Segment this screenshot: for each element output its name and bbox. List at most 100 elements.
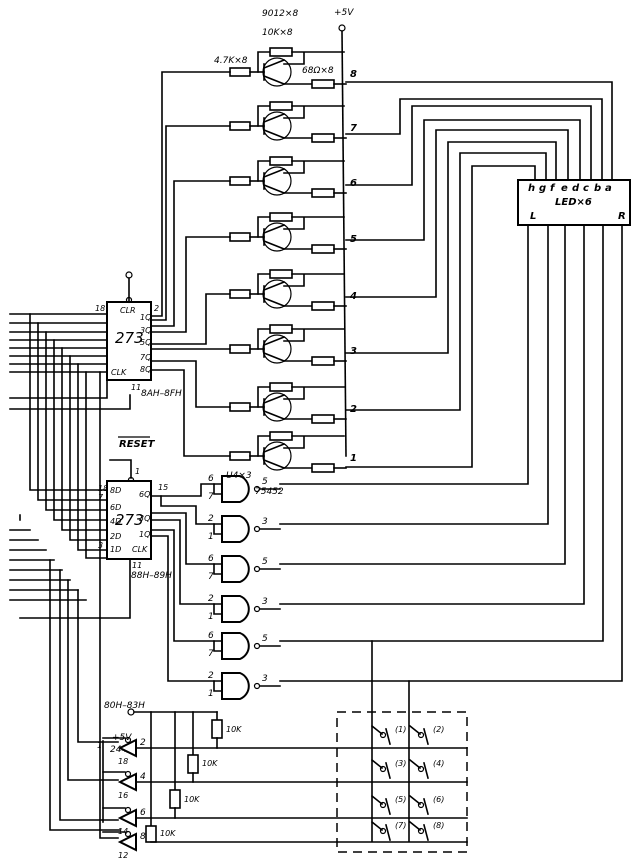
switch-contact-icon — [379, 731, 387, 739]
vcc-label: +5V — [334, 8, 354, 18]
latch-bottom-d8: 8D — [110, 486, 121, 495]
base-resistor — [229, 232, 251, 242]
nand-gate: 2 1 3 — [208, 594, 281, 623]
latch-bottom-clk: CLK — [132, 545, 148, 554]
collector-resistor — [311, 188, 335, 198]
latch-bottom-name: 273 — [115, 511, 144, 529]
bias-resistor — [269, 269, 293, 279]
key-switch: (7) — [370, 820, 406, 841]
transistor-stage: 7 — [229, 101, 357, 143]
collector-resistor — [311, 414, 335, 424]
bias-resistor — [269, 431, 293, 441]
buffer-in-pin: 16 — [118, 791, 128, 800]
gate-chip-label: U4×3 — [226, 471, 252, 481]
transistor-icon — [262, 57, 292, 87]
gate-input-b: 1 — [208, 612, 214, 622]
collector-resistor — [311, 79, 335, 89]
transistor-stage: 6 — [229, 156, 357, 198]
gate-input-b: 1 — [208, 532, 214, 542]
led-segment-label: f — [550, 183, 556, 194]
led-segment-label: a — [605, 183, 612, 194]
collector-resistor — [311, 463, 335, 473]
latch-bottom: RESET 1 273 8D 6D 4D 2D 1D CLK 6Q 3Q 1Q … — [98, 436, 172, 581]
latch-bottom-q3: 3Q — [139, 514, 150, 523]
nand-gate-icon — [221, 555, 250, 583]
key-label: (8) — [433, 821, 444, 830]
vcc-rail: +5V — [334, 8, 354, 457]
buffer-gate: 128 — [102, 830, 146, 860]
gate-output: 5 — [262, 634, 268, 644]
latch-top-pin2: 2 — [154, 304, 159, 313]
latch-top-q1: 1Q — [140, 313, 151, 322]
transistor-stage: 5 — [229, 212, 357, 254]
led-title: LED×6 — [555, 197, 592, 208]
gate-output: 3 — [262, 597, 268, 607]
latch-bottom-q1: 1Q — [139, 530, 150, 539]
bias-resistor — [269, 101, 293, 111]
gate-input-b: 7 — [208, 572, 214, 582]
pullup-1-label: 10K — [226, 725, 242, 734]
nand-gate: 675 — [208, 631, 281, 660]
nand-gate-icon — [221, 515, 250, 543]
key-label: (4) — [433, 759, 444, 768]
collector-resistor — [311, 356, 335, 366]
transistor-stage: 1 — [229, 431, 357, 473]
pullup-4-label: 10K — [160, 829, 176, 838]
gate-output: 3 — [262, 517, 268, 527]
latch-top-q3: 3Q — [140, 326, 151, 335]
switch-contact-icon — [379, 827, 387, 835]
gate-input-a: 6 — [208, 554, 214, 564]
buffer-out-pin: 2 — [140, 738, 146, 748]
transistor-icon — [262, 392, 292, 422]
nand-gate: 213 — [208, 671, 281, 700]
gate-input-b: 7 — [208, 649, 214, 659]
collector-res-label: 68Ω×8 — [302, 66, 334, 76]
key-switch: (8) — [408, 820, 444, 841]
led-segment-label: g — [539, 183, 546, 194]
transistor-icon — [262, 222, 292, 252]
latch-top-q5: 5Q — [140, 338, 151, 347]
switch-contact-icon — [417, 801, 425, 809]
nand-gate: 213 — [208, 514, 281, 543]
transistor-stage: 8 — [229, 47, 357, 89]
latch-top-out-wires — [150, 71, 231, 457]
switch-contact-icon — [379, 765, 387, 773]
transistor-icon — [262, 441, 292, 471]
latch-bottom-d6: 6D — [110, 503, 121, 512]
led-segment-label: c — [583, 183, 589, 194]
latch-top-name: 273 — [115, 329, 144, 347]
segment-wires — [345, 81, 613, 468]
transistor-label: 9012×8 — [262, 9, 298, 19]
transistor-icon — [262, 279, 292, 309]
digit-number: 6 — [350, 178, 357, 189]
gate-input-a: 2 — [208, 594, 214, 604]
latch-top-pin11: 11 — [131, 383, 141, 392]
transistor-icon — [262, 111, 292, 141]
switch-contact-icon — [417, 765, 425, 773]
latch-top-address: 8AH–8FH — [141, 389, 182, 399]
data-bus — [9, 313, 131, 839]
bias-resistor — [269, 212, 293, 222]
gate-chip-type: 75452 — [255, 487, 284, 497]
pullup-2-label: 10K — [202, 759, 218, 768]
key-label: (2) — [433, 725, 444, 734]
nand-gate: 675 — [208, 554, 281, 583]
latch-bottom-d1: 1D — [110, 545, 121, 554]
base-resistor — [229, 289, 251, 299]
base-resistor — [229, 344, 251, 354]
latch-bottom-pin1: 1 — [135, 467, 140, 476]
digit-number: 7 — [350, 123, 357, 134]
bias-resistor — [269, 156, 293, 166]
key-switch: (3) — [370, 758, 406, 779]
base-resistor — [229, 121, 251, 131]
transistor-stage: 2 — [229, 382, 357, 424]
pullup-3-label: 10K — [184, 795, 200, 804]
led-segment-label: h — [528, 183, 535, 194]
latch-bottom-pin15: 15 — [158, 483, 168, 492]
led-segment-label: e — [561, 183, 568, 194]
buffer-enable-pin: 1 — [97, 741, 102, 750]
collector-resistor — [311, 301, 335, 311]
gate-output: 5 — [262, 477, 268, 487]
digit-number: 1 — [350, 453, 357, 464]
